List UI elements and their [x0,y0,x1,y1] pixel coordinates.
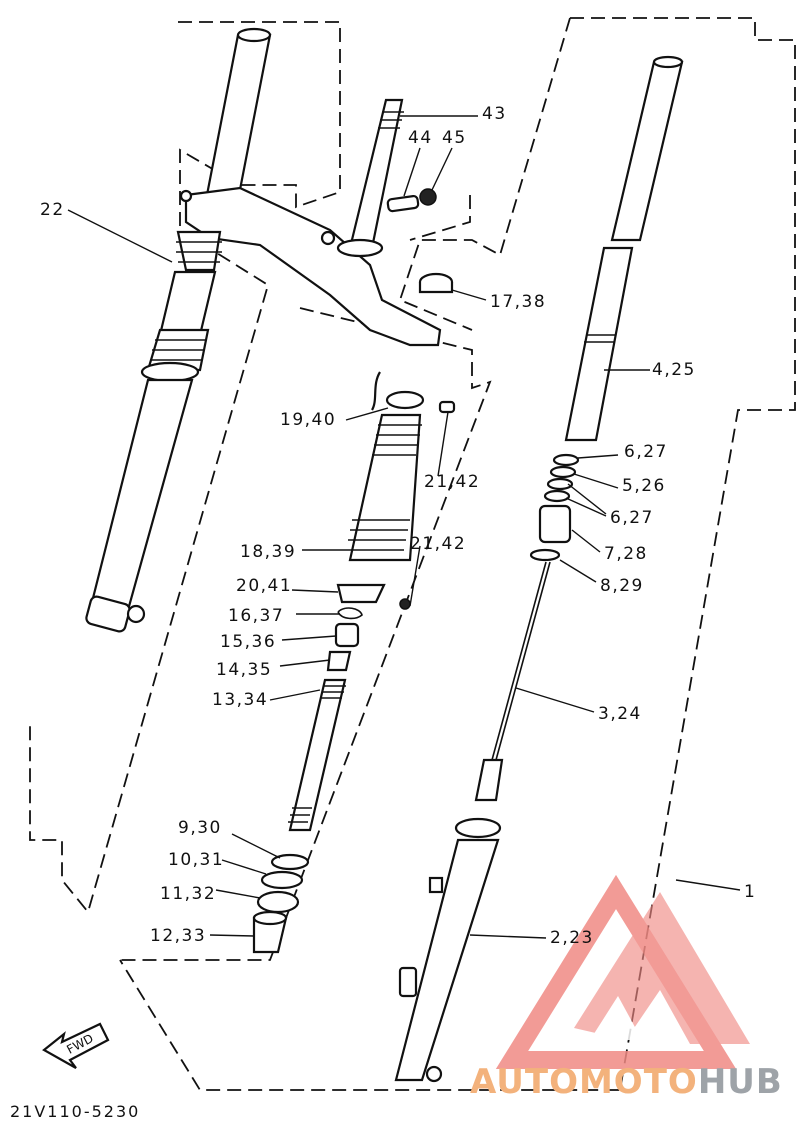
callout-16-37: 16,37 [228,606,285,626]
callout-43: 43 [482,104,507,124]
callout-11-32: 11,32 [160,884,217,904]
callout-19-40: 19,40 [280,410,337,430]
automotohub-watermark: AUTOMOTOHUB [470,1062,783,1102]
callout-3-24: 3,24 [598,704,642,724]
top-boundary-connector [398,17,571,331]
right-fork-assembly [394,55,684,1083]
watermark-text-part2: HUB [697,1062,783,1102]
left-assembly-boundary [29,21,341,914]
callout-6-27-upper: 6,27 [624,442,668,462]
callout-5-26: 5,26 [622,476,666,496]
callout-18-39: 18,39 [240,542,297,562]
callout-12-33: 12,33 [150,926,207,946]
callout-20-41: 20,41 [236,576,293,596]
center-assembly-boundary [120,307,492,961]
center-damper-column [252,371,456,954]
left-fork-assembly [85,27,442,633]
callout-1: 1 [744,882,757,902]
diagram-code: 21V110-5230 [10,1102,141,1121]
callout-4-25: 4,25 [652,360,696,380]
callout-14-35: 14,35 [216,660,273,680]
callout-21-42-upper: 21,42 [424,472,481,492]
callout-2-23: 2,23 [550,928,594,948]
callout-44: 44 [408,128,433,148]
steering-stem [336,98,454,294]
callout-9-30: 9,30 [178,818,222,838]
watermark-text-part1: AUTOMOTO [470,1062,698,1102]
callout-21-42-lower: 21,42 [410,534,467,554]
leader-lines [67,115,741,939]
callout-15-36: 15,36 [220,632,277,652]
callout-45: 45 [442,128,467,148]
right-assembly-boundary [119,17,796,1091]
automotohub-logo-triangles [495,874,750,1069]
callout-6-27-lower: 6,27 [610,508,654,528]
callout-17-38: 17,38 [490,292,547,312]
callout-22: 22 [40,200,65,220]
callout-8-29: 8,29 [600,576,644,596]
callout-10-31: 10,31 [168,850,225,870]
callout-7-28: 7,28 [604,544,648,564]
callout-13-34: 13,34 [212,690,269,710]
steering-boundary [409,195,471,241]
fwd-direction-arrow [42,1022,110,1069]
